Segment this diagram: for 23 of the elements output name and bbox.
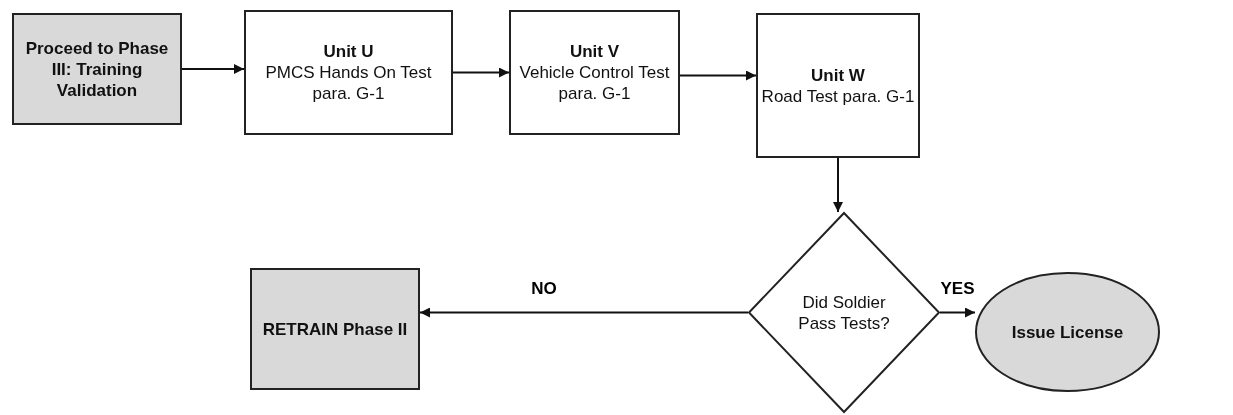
- arrow: [181, 64, 245, 74]
- arrow: [833, 157, 843, 213]
- box-text: Vehicle Control Test para. G-1: [518, 62, 671, 104]
- box-heading: Unit V: [569, 41, 620, 62]
- box-text: Issue License: [1011, 321, 1124, 343]
- process-box: [756, 13, 920, 158]
- box-text: Did Soldier Pass Tests?: [797, 291, 891, 334]
- arrow: [419, 307, 749, 318]
- box-heading: Unit W: [811, 64, 865, 86]
- start-box: [12, 13, 182, 125]
- box-text: RETRAIN Phase II: [262, 318, 408, 340]
- box-heading: Unit U: [323, 41, 374, 62]
- process-box: [244, 10, 453, 135]
- terminal-ellipse: [975, 272, 1160, 392]
- decision-diamond: [748, 212, 940, 413]
- arrow: [939, 307, 976, 318]
- box-text: Road Test para. G-1: [761, 85, 915, 107]
- arrow: [679, 70, 757, 81]
- arrow: [452, 67, 510, 78]
- box-text: PMCS Hands On Test para. G-1: [264, 62, 433, 104]
- box-text: Proceed to Phase III: Training Validation: [24, 37, 170, 101]
- outcome-box: [250, 268, 420, 390]
- process-box: [509, 10, 680, 135]
